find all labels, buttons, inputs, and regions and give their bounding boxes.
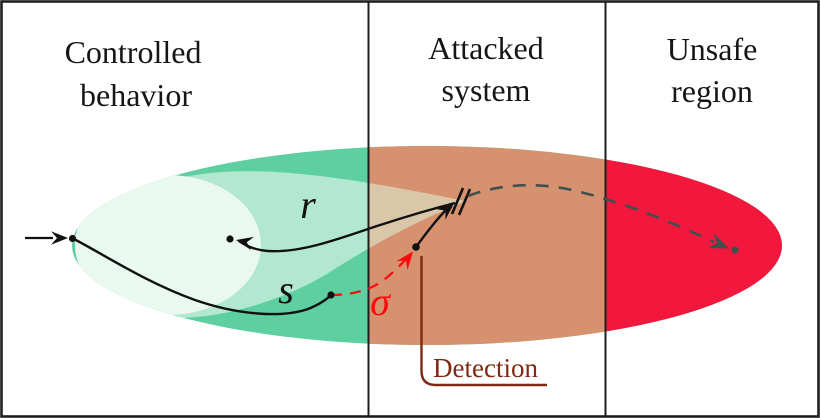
trajectory-s-path: [71, 236, 332, 316]
attacked-trajectory-arrowhead-icon: [436, 203, 454, 220]
panel-title-attacked-line2: system: [442, 72, 531, 108]
escape-trajectory-dashed-path: [467, 183, 715, 244]
unsafe-region-fill: [605, 146, 782, 345]
attacked-overlay-region: [368, 146, 605, 345]
recovery-endpoint-dot: [226, 235, 234, 243]
detection-callout-line: [420, 256, 547, 387]
escape-arrowhead-icon: [707, 233, 729, 249]
label-trajectory-r: r: [300, 182, 316, 227]
unsafe-endpoint-dot: [731, 246, 739, 254]
s-endpoint-dot: [327, 291, 335, 299]
entry-arrowhead-icon: [51, 231, 68, 245]
sigma-arrowhead-icon: [396, 251, 413, 271]
label-sigma: σ: [370, 279, 391, 324]
panel-title-unsafe-line1: Unsafe: [667, 31, 758, 67]
sigma-attack-dashed-path: [330, 254, 410, 297]
state-space-ellipse: [72, 146, 782, 345]
panel-title-controlled-line2: behavior: [80, 77, 192, 113]
detection-point-dot: [412, 243, 420, 251]
panel-title-unsafe-line2: region: [671, 73, 753, 109]
detection-label: Detection: [433, 353, 538, 383]
trajectory-r-path: [238, 201, 456, 253]
panel-title-attacked-line1: Attacked: [428, 30, 544, 66]
trajectory-r-arrowhead-icon: [236, 236, 255, 251]
label-trajectory-s: s: [278, 267, 294, 312]
break-mark-icon: [450, 187, 472, 216]
entry-point-dot: [68, 234, 77, 243]
panel-title-controlled-line1: Controlled: [65, 34, 202, 70]
nominal-core-set: [75, 175, 261, 315]
